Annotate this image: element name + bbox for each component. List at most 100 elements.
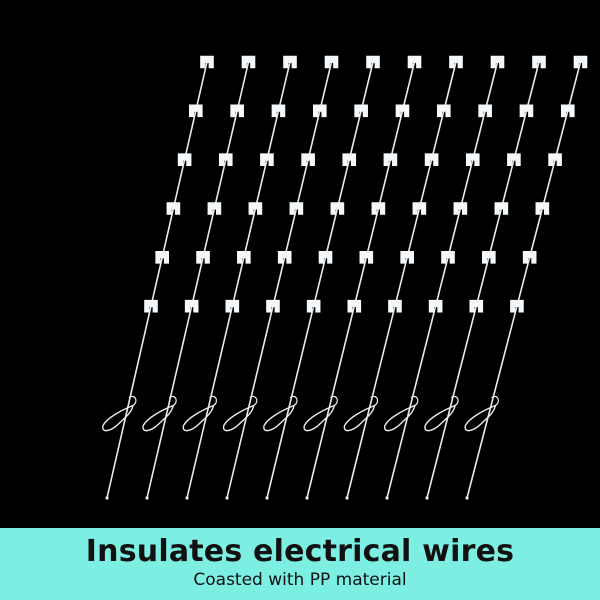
insulator-clip	[248, 202, 263, 215]
post-tip	[465, 496, 469, 500]
insulator-clip	[400, 251, 414, 264]
insulator-clip	[271, 104, 286, 118]
step-hook	[168, 395, 177, 407]
insulator-clip	[407, 55, 422, 69]
insulator-clip	[532, 55, 546, 69]
insulator-clip	[200, 55, 214, 69]
step-hook	[128, 395, 137, 407]
insulator-clip	[237, 251, 251, 264]
fence-post	[424, 55, 546, 500]
post-rod	[306, 61, 416, 499]
step-plate	[303, 404, 336, 432]
fence-post	[464, 55, 588, 500]
insulator-clip	[342, 153, 357, 166]
post-tip	[305, 496, 309, 500]
fence-post	[222, 55, 339, 500]
step-plate	[102, 404, 135, 432]
insulator-clip	[366, 55, 380, 69]
step-plate	[383, 404, 416, 432]
post-rod	[466, 61, 582, 499]
insulator-clip	[289, 202, 304, 215]
step-plate	[142, 404, 175, 432]
post-rod	[266, 61, 374, 499]
fence-post	[142, 55, 256, 500]
insulator-clip	[306, 299, 321, 313]
insulator-clip	[207, 202, 222, 215]
insulator-clip	[155, 251, 169, 264]
post-tip	[425, 496, 429, 500]
post-rod	[186, 61, 291, 499]
post-rod	[106, 61, 208, 499]
step-hook	[370, 395, 379, 407]
insulator-clip	[184, 299, 199, 313]
post-rod	[226, 61, 333, 499]
post-tip	[265, 496, 269, 500]
fence-post	[383, 55, 505, 500]
fence-post	[182, 55, 297, 500]
insulator-clip	[441, 251, 455, 264]
insulator-clip	[395, 104, 410, 118]
fence-post	[343, 55, 463, 500]
fence-post	[263, 55, 380, 500]
post-tip	[185, 496, 189, 500]
insulator-clip	[465, 153, 480, 166]
insulator-clip	[490, 55, 505, 69]
insulator-clip	[277, 251, 292, 264]
insulator-clip	[324, 55, 339, 69]
insulator-clip	[573, 55, 588, 69]
insulator-clip	[166, 202, 181, 215]
step-plate	[464, 404, 497, 432]
insulator-clip	[144, 299, 158, 313]
step-hook	[289, 395, 298, 407]
step-hook	[491, 395, 499, 407]
insulator-clip	[266, 299, 280, 313]
post-rod	[426, 61, 540, 499]
insulator-clip	[230, 104, 244, 118]
insulator-clip	[383, 153, 398, 166]
fence-post	[102, 55, 214, 500]
insulator-clip	[478, 104, 492, 118]
fence-posts-photo	[102, 55, 588, 500]
insulator-clip	[388, 299, 402, 313]
insulator-clip	[359, 251, 374, 264]
insulator-clip	[482, 251, 496, 264]
post-tip	[385, 496, 389, 500]
insulator-clip	[371, 202, 386, 215]
insulator-clip	[177, 153, 192, 166]
caption-title: Insulates electrical wires	[85, 534, 515, 569]
fence-post	[303, 55, 422, 500]
insulator-clip	[312, 104, 327, 118]
insulator-clip	[189, 104, 203, 118]
insulator-clip	[469, 299, 484, 313]
insulator-clip	[260, 153, 274, 166]
step-plate	[222, 404, 255, 432]
post-tip	[225, 496, 229, 500]
post-tip	[105, 496, 109, 500]
insulator-clip	[283, 55, 297, 69]
post-rod	[386, 61, 499, 499]
step-hook	[450, 395, 459, 407]
post-tip	[145, 496, 149, 500]
step-plate	[343, 404, 376, 432]
caption-subtitle: Coasted with PP material	[193, 570, 407, 590]
insulator-clip	[218, 153, 233, 166]
post-rod	[346, 61, 457, 499]
insulator-clip	[347, 299, 362, 313]
insulator-clip	[548, 153, 562, 166]
step-plate	[263, 404, 296, 432]
insulator-clip	[494, 202, 509, 215]
step-hook	[330, 395, 338, 407]
step-hook	[209, 395, 218, 407]
insulator-clip	[225, 299, 240, 313]
step-plate	[182, 404, 215, 432]
insulator-clip	[522, 251, 537, 264]
insulator-clip	[241, 55, 256, 69]
insulator-clip	[519, 104, 534, 118]
step-hook	[410, 395, 419, 407]
post-tip	[345, 496, 349, 500]
caption-banner: Insulates electrical wires Coasted with …	[0, 528, 600, 600]
insulator-clip	[449, 55, 463, 69]
insulator-clip	[424, 153, 439, 166]
insulator-clip	[560, 104, 575, 118]
